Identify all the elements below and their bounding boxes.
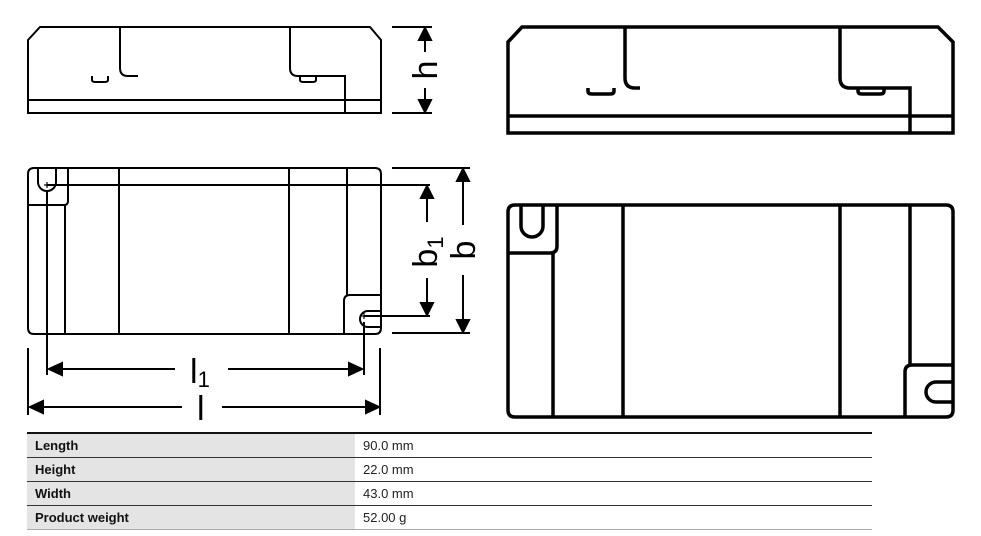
top-view-dimensioned — [27, 167, 470, 335]
height-dimension — [392, 25, 433, 115]
b1-dimension — [419, 183, 435, 318]
spec-value: 90.0 mm — [355, 433, 872, 458]
spec-value: 52.00 g — [355, 505, 872, 530]
spec-label: Product weight — [27, 505, 355, 530]
height-label: h — [407, 61, 445, 80]
spec-label: Length — [27, 433, 355, 458]
plus-marks — [44, 182, 367, 319]
b1-label: b1 — [407, 236, 448, 267]
spec-value: 22.0 mm — [355, 457, 872, 482]
b-label: b — [445, 241, 483, 260]
l-label: l — [197, 390, 205, 428]
spec-label: Width — [27, 481, 355, 506]
dimension-drawing: h b1 b l1 — [27, 25, 955, 428]
l-dimension — [27, 348, 382, 415]
spec-label: Height — [27, 457, 355, 482]
side-view-dimensioned — [27, 26, 382, 114]
l1-dimension — [46, 190, 365, 377]
side-view — [506, 25, 955, 135]
b-dimension — [455, 166, 471, 335]
spec-value: 43.0 mm — [355, 481, 872, 506]
l1-label: l1 — [190, 353, 210, 392]
top-view — [506, 203, 955, 419]
